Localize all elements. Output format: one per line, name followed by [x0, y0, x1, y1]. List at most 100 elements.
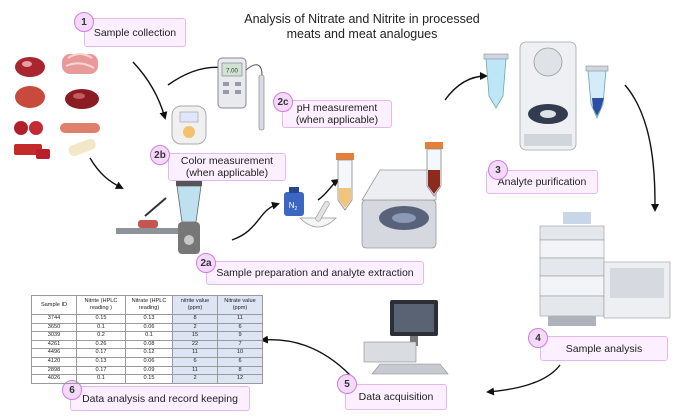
col-header-nitrite-ppm: nitrite value (ppm) [172, 295, 218, 315]
arrow-purification-to-analysis [624, 84, 659, 212]
col-header-nitrite-hplc: Nitrite (HPLC reading ) [76, 295, 126, 315]
table-cell: 4496 [31, 348, 77, 358]
microcentrifuge-icon [519, 41, 577, 151]
reagent-subscript: 2 [295, 206, 298, 212]
table-cell: 0.13 [125, 314, 173, 324]
step-2b-text: Color measurement (when applicable) [180, 155, 274, 179]
ph-meter-display: 7.00 [226, 69, 238, 75]
step-2a-label: Sample preparation and analyte extractio… [206, 261, 424, 285]
table-cell: 0.26 [76, 339, 126, 350]
colorimeter-icon [171, 105, 207, 145]
table-cell: 2 [172, 374, 218, 384]
table-cell: 4261 [31, 339, 77, 350]
table-cell: 0.15 [76, 314, 126, 324]
table-cell: 0.08 [125, 339, 173, 350]
processed-meats-icon [14, 53, 100, 159]
step-1-badge: 1 [74, 12, 94, 32]
arrow-collection-to-prep [89, 157, 124, 189]
table-cell: 0.06 [125, 356, 173, 367]
table-cell: 4120 [31, 356, 77, 367]
table-cell: 7 [217, 339, 263, 350]
table-cell: 6 [217, 322, 263, 333]
step-2b-badge: 2b [150, 145, 170, 165]
table-cell: 11 [172, 365, 218, 376]
vial-icon [483, 53, 509, 109]
arrow-collection-to-color [132, 61, 168, 120]
step-3-badge: 3 [488, 160, 508, 180]
table-cell: 0.17 [76, 348, 126, 358]
diagram-title: Analysis of Nitrate and Nitrite in proce… [244, 12, 480, 41]
table-cell: 8 [217, 365, 263, 376]
reagent-label: N [289, 201, 295, 210]
step-5-number: 5 [344, 378, 350, 390]
step-2a-number: 2a [200, 257, 212, 269]
table-cell: 4026 [31, 374, 77, 384]
step-3-number: 3 [495, 164, 501, 176]
step-2a-badge: 2a [196, 253, 216, 273]
results-table: Sample ID Nitrite (HPLC reading ) Nitrat… [31, 295, 263, 384]
svg-text:N2: N2 [289, 201, 298, 212]
table-cell: 0.1 [76, 322, 126, 333]
centrifuge-icon [361, 169, 437, 249]
arrow-prep-to-vial [231, 201, 280, 241]
table-cell: 15 [172, 331, 218, 341]
extract-tube-icon [425, 142, 443, 197]
table-cell: 3039 [31, 331, 77, 341]
ph-meter-icon: 7.00 [217, 57, 265, 131]
reagent-bottle-icon: N2 [284, 187, 304, 216]
step-5-text: Data acquisition [358, 391, 434, 403]
step-4-number: 4 [535, 332, 541, 344]
col-header-sample-id: Sample ID [31, 295, 77, 315]
step-3-text: Analyte purification [497, 176, 587, 188]
table-cell: 2898 [31, 365, 77, 376]
hplc-instrument-icon [539, 212, 671, 326]
table-cell: 22 [172, 339, 218, 350]
table-cell: 0.09 [125, 365, 173, 376]
arrow-extraction-to-purification [444, 72, 488, 101]
table-cell: 3650 [31, 322, 77, 333]
computer-icon [363, 300, 449, 375]
table-cell: 11 [172, 348, 218, 358]
step-2b-label: Color measurement (when applicable) [168, 153, 286, 181]
table-header-row: Sample ID Nitrite (HPLC reading ) Nitrat… [31, 295, 263, 315]
table-cell: 0.15 [125, 374, 173, 384]
arrow-analysis-to-acquisition [486, 364, 561, 396]
step-5-badge: 5 [337, 374, 357, 394]
table-cell: 8 [172, 314, 218, 324]
table-cell: 10 [217, 348, 263, 358]
table-cell: 9 [217, 331, 263, 341]
table-cell: 12 [217, 374, 263, 384]
step-2c-badge: 2c [273, 92, 293, 112]
step-4-badge: 4 [528, 328, 548, 348]
step-2c-label: pH measurement (when applicable) [282, 100, 392, 128]
table-cell: 0.12 [125, 348, 173, 358]
step-4-text: Sample analysis [565, 342, 643, 355]
step-5-label: Data acquisition [345, 384, 447, 410]
blender-icon [116, 180, 202, 254]
table-cell: 2 [172, 322, 218, 333]
arrow-vial-to-tube [317, 178, 340, 201]
table-cell: 0.2 [76, 331, 126, 341]
step-2a-text: Sample preparation and analyte extractio… [216, 267, 414, 279]
step-2c-number: 2c [277, 96, 289, 108]
table-cell: 6 [172, 356, 218, 367]
filter-tube-icon [585, 65, 609, 120]
step-6-number: 6 [69, 384, 75, 396]
step-1-label: Sample collection [84, 18, 186, 47]
step-6-label: Data analysis and record keeping [70, 386, 250, 411]
table-cell: 0.06 [125, 322, 173, 333]
col-header-nitrate-ppm: Nitrate value (ppm) [217, 295, 263, 315]
col-header-nitrate-hplc: Nitrate (HPLC reading) [125, 295, 173, 315]
step-4-label: Sample analysis [540, 336, 668, 361]
table-cell: 0.1 [76, 374, 126, 384]
